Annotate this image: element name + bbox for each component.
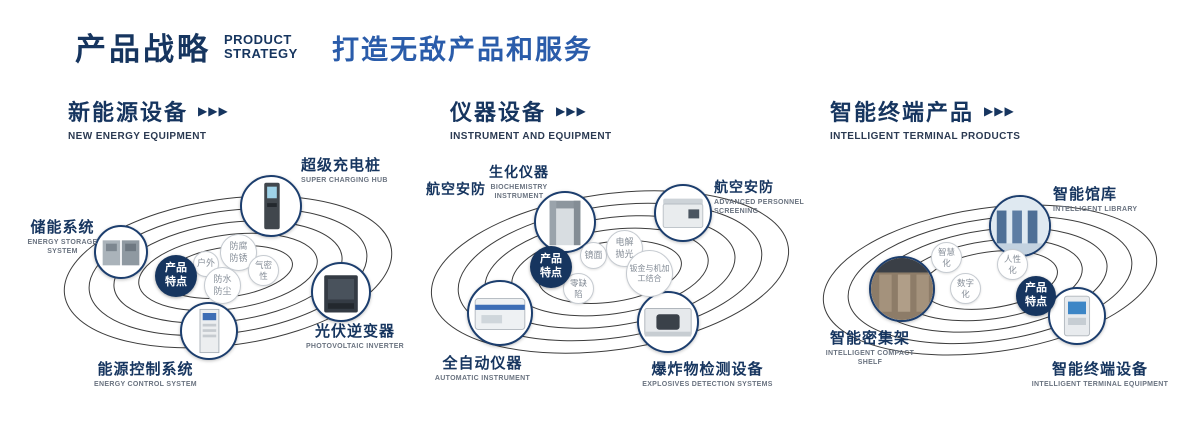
product-label-intelligent-terminal: 智能终端设备 INTELLIGENT TERMINAL EQUIPMENT (1025, 358, 1175, 389)
feature-bubble: 数字化 (950, 273, 981, 304)
product-name: 航空安防 (426, 181, 486, 197)
product-name-en: INTELLIGENT LIBRARY (1053, 206, 1138, 213)
product-image-intelligent-compact-shelf (869, 256, 935, 322)
product-image-biochemistry-instrument (654, 184, 712, 242)
product-name: 智能终端设备 (1051, 361, 1148, 378)
product-name-en: EXPLOSIVES DETECTION SYSTEMS (642, 381, 773, 388)
triple-arrow-icon: ▶▶▶ (984, 104, 1015, 118)
product-label-photovoltaic-inverter: 光伏逆变器 PHOTOVOLTAIC INVERTER (296, 320, 414, 351)
product-label-intelligent-library: 智能馆库 INTELLIGENT LIBRARY (1053, 183, 1168, 214)
page-subtitle-line1: PRODUCT (224, 32, 292, 47)
product-image-energy-storage (94, 225, 148, 279)
section-subtitle-intelligent: INTELLIGENT TERMINAL PRODUCTS (830, 131, 1021, 142)
product-label-aviation-security-right: 航空安防 ADVANCED PERSONNEL SCREENING (714, 177, 824, 216)
product-label-energy-storage: 储能系统 ENERGY STORAGE SYSTEM (20, 216, 105, 256)
tagline: 打造无敌产品和服务 (332, 35, 593, 65)
product-name: 智能密集架 (829, 330, 910, 347)
product-image-security-gate (534, 191, 596, 253)
product-image-energy-control-system (180, 302, 238, 360)
product-image-intelligent-library (989, 195, 1051, 257)
section-title-new-energy: 新能源设备 (68, 100, 189, 125)
product-label-explosives-detection: 爆炸物检测设备 EXPLOSIVES DETECTION SYSTEMS (640, 358, 775, 389)
product-name: 超级充电桩 (301, 157, 382, 174)
product-name-en: SUPER CHARGING HUB (301, 177, 388, 184)
page-subtitle: PRODUCT STRATEGY (224, 33, 298, 60)
product-image-automatic-instrument (467, 280, 533, 346)
feature-bubble: 防水防尘 (204, 267, 241, 304)
section-header-new-energy: 新能源设备 ▶▶▶ NEW ENERGY EQUIPMENT (68, 95, 229, 142)
section-header-intelligent: 智能终端产品 ▶▶▶ INTELLIGENT TERMINAL PRODUCTS (830, 95, 1020, 142)
product-label-super-charging-hub: 超级充电桩 SUPER CHARGING HUB (301, 154, 411, 185)
badge-text: 产品特点 (1024, 282, 1047, 308)
badge-text: 产品特点 (164, 262, 187, 288)
product-name-en: INTELLIGENT TERMINAL EQUIPMENT (1031, 381, 1169, 388)
product-label-energy-control-system: 能源控制系统 ENERGY CONTROL SYSTEM (78, 358, 213, 389)
center-badge-intelligent: 产品特点 (1016, 276, 1056, 316)
product-image-photovoltaic-inverter (311, 262, 371, 322)
page-title: 产品战略 (75, 32, 211, 67)
product-name-en: AUTOMATIC INSTRUMENT (434, 375, 531, 382)
product-name: 爆炸物检测设备 (651, 361, 764, 378)
product-name: 储能系统 (30, 219, 95, 236)
feature-bubble: 气密性 (248, 255, 279, 286)
product-image-intelligent-terminal (1048, 287, 1106, 345)
section-subtitle-new-energy: NEW ENERGY EQUIPMENT (68, 131, 207, 142)
product-name: 生化仪器 (489, 164, 549, 180)
product-image-explosives-detection (637, 291, 699, 353)
feature-bubble: 人性化 (997, 249, 1028, 280)
product-label-biochemistry-instrument: 生化仪器 BIOCHEMISTRY INSTRUMENT (473, 162, 565, 201)
section-title-intelligent: 智能终端产品 (830, 100, 975, 125)
product-image-super-charging-hub (240, 175, 302, 237)
product-name-en: PHOTOVOLTAIC INVERTER (305, 343, 405, 350)
product-name-en: ENERGY STORAGE SYSTEM (27, 239, 98, 256)
product-name-en: ADVANCED PERSONNEL SCREENING (714, 199, 804, 216)
product-name-en: ENERGY CONTROL SYSTEM (94, 381, 197, 388)
section-header-instrument: 仪器设备 ▶▶▶ INSTRUMENT AND EQUIPMENT (450, 95, 611, 142)
center-badge-instrument: 产品特点 (530, 246, 572, 288)
product-name: 能源控制系统 (97, 361, 194, 378)
product-label-aviation-security-left: 航空安防 (426, 179, 496, 199)
badge-text: 产品特点 (539, 253, 562, 279)
center-badge-new-energy: 产品特点 (155, 255, 197, 297)
product-name: 航空安防 (714, 179, 774, 195)
product-name-en: BIOCHEMISTRY INSTRUMENT (490, 184, 548, 201)
triple-arrow-icon: ▶▶▶ (556, 104, 587, 118)
product-name-en: INTELLIGENT COMPACT SHELF (825, 350, 915, 367)
feature-bubble: 钣金与机加工结合 (626, 250, 673, 297)
product-name: 智能馆库 (1053, 186, 1118, 203)
product-label-intelligent-compact-shelf: 智能密集架 INTELLIGENT COMPACT SHELF (816, 327, 924, 367)
section-title-instrument: 仪器设备 (450, 100, 547, 125)
product-name: 全自动仪器 (442, 355, 523, 372)
feature-bubble: 镜面 (580, 242, 607, 269)
feature-bubble: 智慧化 (931, 242, 962, 273)
product-name: 光伏逆变器 (314, 323, 395, 340)
page-subtitle-line2: STRATEGY (224, 45, 298, 61)
product-label-automatic-instrument: 全自动仪器 AUTOMATIC INSTRUMENT (430, 352, 535, 383)
section-subtitle-instrument: INSTRUMENT AND EQUIPMENT (450, 131, 612, 142)
triple-arrow-icon: ▶▶▶ (198, 104, 229, 118)
